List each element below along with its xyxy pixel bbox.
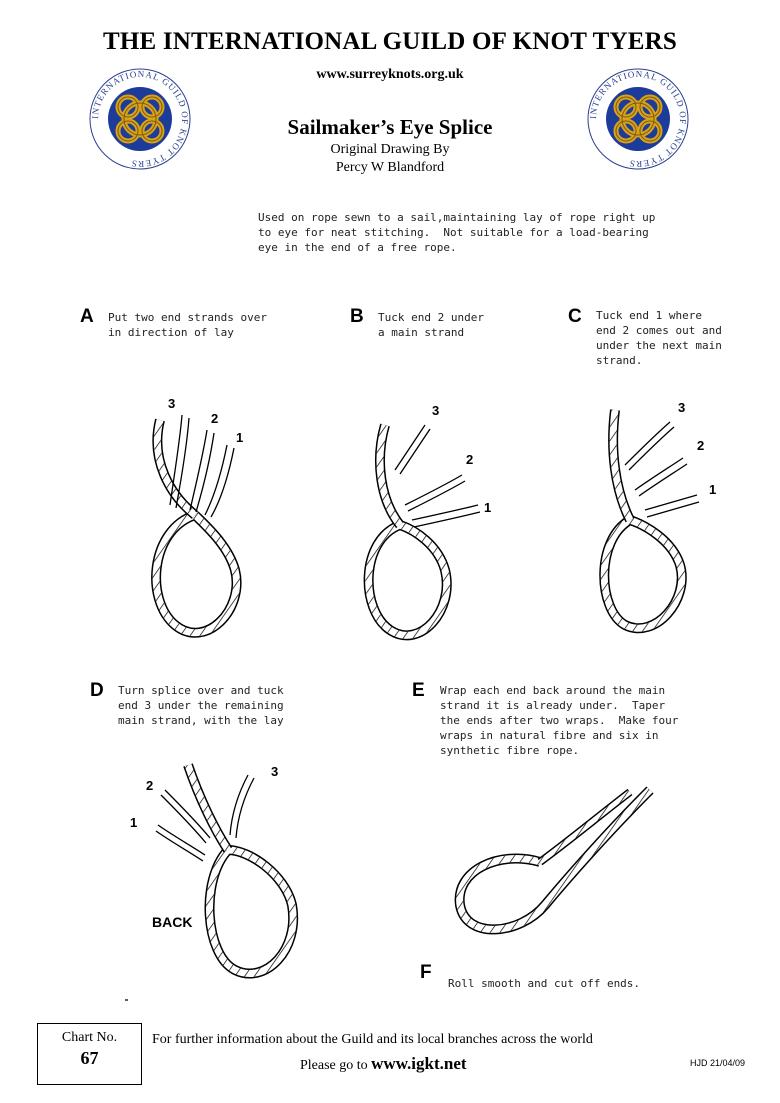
guild-logo-right: INTERNATIONAL GUILD OF KNOT TYERS <box>587 68 689 170</box>
step-f-text: Roll smooth and cut off ends. <box>448 977 641 990</box>
strand-label-2: 2 <box>697 438 705 453</box>
back-label: BACK <box>152 914 193 930</box>
footer-goto-prefix: Please go to <box>300 1058 372 1073</box>
footer-info: For further information about the Guild … <box>152 1032 593 1047</box>
diagram-e <box>454 786 654 935</box>
strand-label-1: 1 <box>130 815 138 830</box>
step-e-text: Wrap each end back around the main stran… <box>440 684 679 757</box>
step-d-letter: D <box>90 680 104 701</box>
document-code: HJD 21/04/09 <box>690 1058 746 1068</box>
step-c-letter: C <box>568 306 582 327</box>
strand-label-1: 1 <box>236 430 244 445</box>
intro-text: Used on rope sewn to a sail,maintaining … <box>258 211 656 254</box>
guild-logo-left: INTERNATIONAL GUILD OF KNOT TYERS <box>89 68 191 170</box>
strand-label-3: 3 <box>432 403 440 418</box>
chart-title: Sailmaker’s Eye Splice <box>287 115 493 139</box>
diagram-a <box>151 414 242 638</box>
step-d-text: Turn splice over and tuck end 3 under th… <box>118 684 284 727</box>
strand-label-1: 1 <box>484 500 492 515</box>
credit-line-2: Percy W Blandford <box>335 160 445 175</box>
igkt-link[interactable]: www.igkt.net <box>371 1054 467 1073</box>
chart-number-box: Chart No. 67 <box>37 1023 142 1085</box>
website-link[interactable]: www.surreyknots.org.uk <box>316 67 464 82</box>
strand-label-3: 3 <box>678 400 686 415</box>
strand-label-3: 3 <box>168 396 176 411</box>
chart-number-label: Chart No. <box>61 1030 118 1045</box>
step-c-text: Tuck end 1 where end 2 comes out and und… <box>596 309 722 367</box>
diagram-c <box>599 409 700 634</box>
step-b-letter: B <box>350 306 364 327</box>
footer-goto: Please go to www.igkt.net <box>300 1054 467 1074</box>
strand-label-2: 2 <box>466 452 474 467</box>
credit-line-1: Original Drawing By <box>330 142 450 157</box>
step-a-text: Put two end strands over in direction of… <box>108 311 267 339</box>
step-f-letter: F <box>420 962 432 983</box>
step-b-text: Tuck end 2 under a main strand <box>378 311 484 339</box>
step-e-letter: E <box>412 680 425 701</box>
chart-number: 67 <box>80 1048 99 1068</box>
step-a-letter: A <box>80 306 94 327</box>
strand-label-2: 2 <box>211 411 219 426</box>
strand-label-2: 2 <box>146 778 154 793</box>
diagram-b <box>363 423 481 641</box>
page-title: THE INTERNATIONAL GUILD OF KNOT TYERS <box>103 28 677 55</box>
strand-label-1: 1 <box>709 482 717 497</box>
strand-label-3: 3 <box>271 764 279 779</box>
diagram-d <box>155 763 299 979</box>
